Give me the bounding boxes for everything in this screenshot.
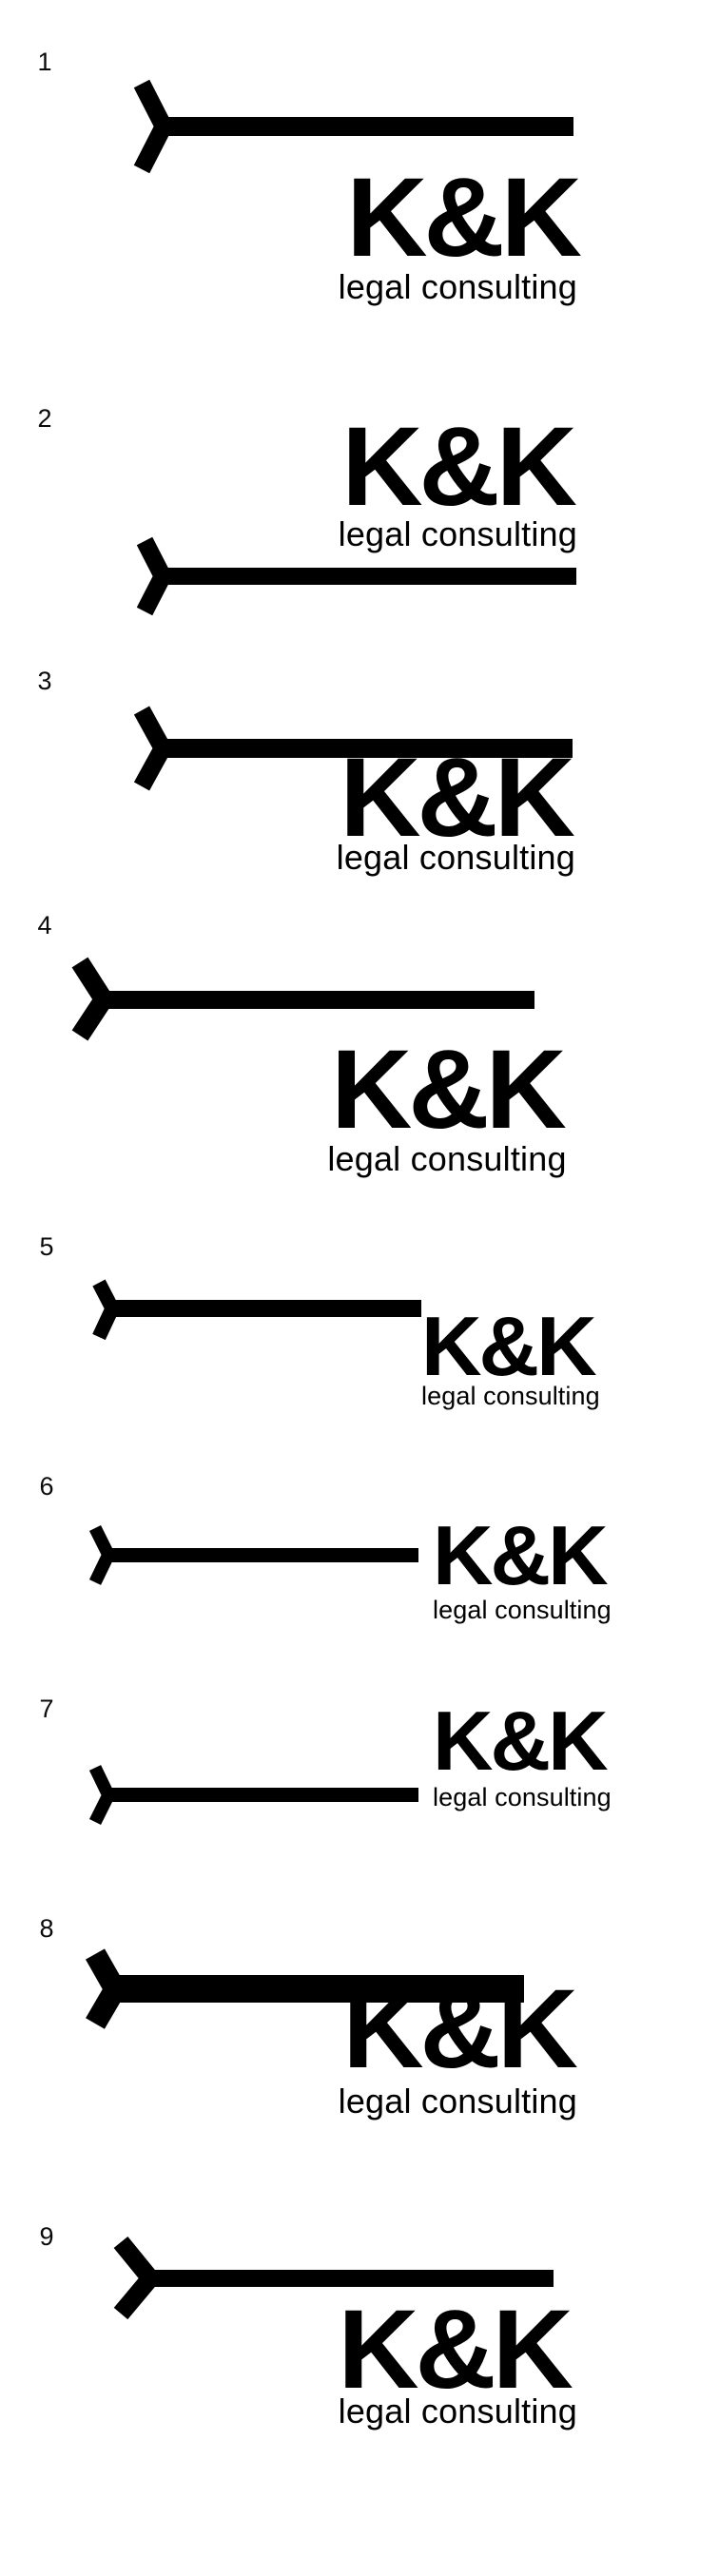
- variant-number: 3: [37, 667, 52, 695]
- key-arrow-icon: [88, 1765, 418, 1826]
- variant-number: 9: [39, 2222, 54, 2251]
- brand-tagline: legal consulting: [338, 267, 577, 306]
- brand-wordmark: K&K: [340, 735, 575, 861]
- brand-wordmark: K&K: [421, 1299, 597, 1393]
- key-arrow-icon: [136, 536, 576, 616]
- brand-tagline: legal consulting: [433, 1596, 612, 1624]
- variant-number: 1: [37, 48, 52, 76]
- variant-number: 4: [37, 911, 52, 939]
- key-arrow-icon: [113, 2236, 554, 2320]
- brand-tagline: legal consulting: [336, 838, 575, 877]
- key-arrow-icon: [88, 1524, 418, 1585]
- key-arrow-icon: [92, 1279, 421, 1341]
- brand-tagline: legal consulting: [327, 1139, 567, 1178]
- brand-tagline: legal consulting: [338, 2082, 577, 2121]
- brand-tagline: legal consulting: [338, 2392, 577, 2431]
- key-arrow-icon: [71, 957, 534, 1041]
- key-arrow-icon: [133, 706, 573, 791]
- variant-number: 5: [39, 1232, 54, 1261]
- brand-wordmark: K&K: [346, 155, 582, 281]
- brand-wordmark: K&K: [331, 1027, 567, 1152]
- brand-tagline: legal consulting: [421, 1382, 600, 1410]
- brand-wordmark: K&K: [341, 404, 577, 530]
- key-arrow-icon: [85, 1948, 524, 2029]
- variant-number: 7: [39, 1695, 54, 1723]
- brand-wordmark: K&K: [342, 1966, 578, 2092]
- brand-wordmark: K&K: [338, 2287, 573, 2412]
- brand-wordmark: K&K: [433, 1508, 609, 1602]
- key-arrow-icon: [133, 79, 573, 174]
- brand-tagline: legal consulting: [433, 1783, 612, 1811]
- brand-wordmark: K&K: [433, 1694, 609, 1788]
- brand-tagline: legal consulting: [338, 514, 577, 553]
- variant-number: 6: [39, 1472, 54, 1501]
- variant-number: 2: [37, 404, 52, 433]
- variant-number: 8: [39, 1914, 54, 1943]
